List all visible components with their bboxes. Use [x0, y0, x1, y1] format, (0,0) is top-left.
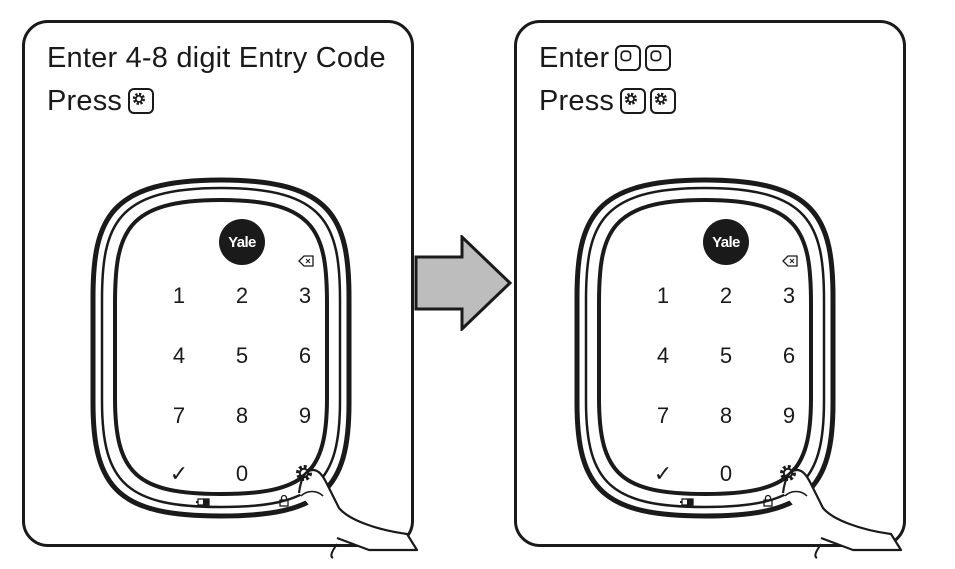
key-8[interactable]: 8: [235, 403, 249, 428]
lock-icon: [279, 494, 289, 507]
key-0[interactable]: 0: [235, 461, 249, 486]
gear-key-icon: [620, 88, 647, 114]
lock-keypad: Yale 1 2 3 4 5 6 7 8 9 ✓ 0: [87, 177, 419, 559]
right-arrow-icon: [414, 235, 513, 331]
step-2-instruction-line-2: Press: [539, 84, 677, 118]
gear-icon: [296, 465, 312, 481]
lock-icon: [763, 494, 773, 507]
key-5[interactable]: 5: [235, 343, 249, 368]
key-2[interactable]: 2: [719, 283, 733, 308]
gear-key-icon: [128, 88, 155, 114]
key-7[interactable]: 7: [172, 403, 186, 428]
backspace-icon: [782, 255, 798, 267]
battery-icon: [196, 498, 210, 506]
gear-icon: [780, 465, 796, 481]
key-7[interactable]: 7: [656, 403, 670, 428]
key-2[interactable]: 2: [235, 283, 249, 308]
yale-logo: Yale: [703, 219, 749, 265]
backspace-icon: [298, 255, 314, 267]
key-1[interactable]: 1: [656, 283, 670, 308]
key-9[interactable]: 9: [298, 403, 312, 428]
key-5[interactable]: 5: [719, 343, 733, 368]
gear-key-icon: [650, 88, 677, 114]
battery-icon: [680, 498, 694, 506]
key-3[interactable]: 3: [298, 283, 312, 308]
key-6[interactable]: 6: [782, 343, 796, 368]
step-1-press-text: Press: [47, 85, 123, 117]
key-8[interactable]: 8: [719, 403, 733, 428]
check-key[interactable]: ✓: [653, 461, 673, 486]
step-2-enter-text: Enter: [539, 42, 610, 74]
step-1-instruction-line-1: Enter 4-8 digit Entry Code: [47, 41, 386, 75]
step-1-panel: Enter 4-8 digit Entry Code Press: [22, 20, 419, 559]
pointing-finger-illustration: [781, 468, 903, 559]
key-0[interactable]: 0: [719, 461, 733, 486]
step-1-instruction-line-2: Press: [47, 84, 155, 118]
yale-logo: Yale: [219, 219, 265, 265]
key-4[interactable]: 4: [656, 343, 670, 368]
step-2-press-text: Press: [539, 85, 615, 117]
pointing-finger-illustration: [297, 468, 419, 559]
step-1-enter-text: Enter 4-8 digit Entry Code: [47, 42, 386, 74]
zero-key-icon: [645, 45, 672, 71]
key-4[interactable]: 4: [172, 343, 186, 368]
step-2-panel: Enter Press: [514, 20, 906, 559]
key-1[interactable]: 1: [172, 283, 186, 308]
lock-keypad: Yale 1 2 3 4 5 6 7 8 9 ✓ 0: [571, 177, 903, 559]
key-6[interactable]: 6: [298, 343, 312, 368]
step-2-instruction-line-1: Enter: [539, 41, 672, 75]
check-key[interactable]: ✓: [169, 461, 189, 486]
key-3[interactable]: 3: [782, 283, 796, 308]
zero-key-icon: [615, 45, 642, 71]
key-9[interactable]: 9: [782, 403, 796, 428]
